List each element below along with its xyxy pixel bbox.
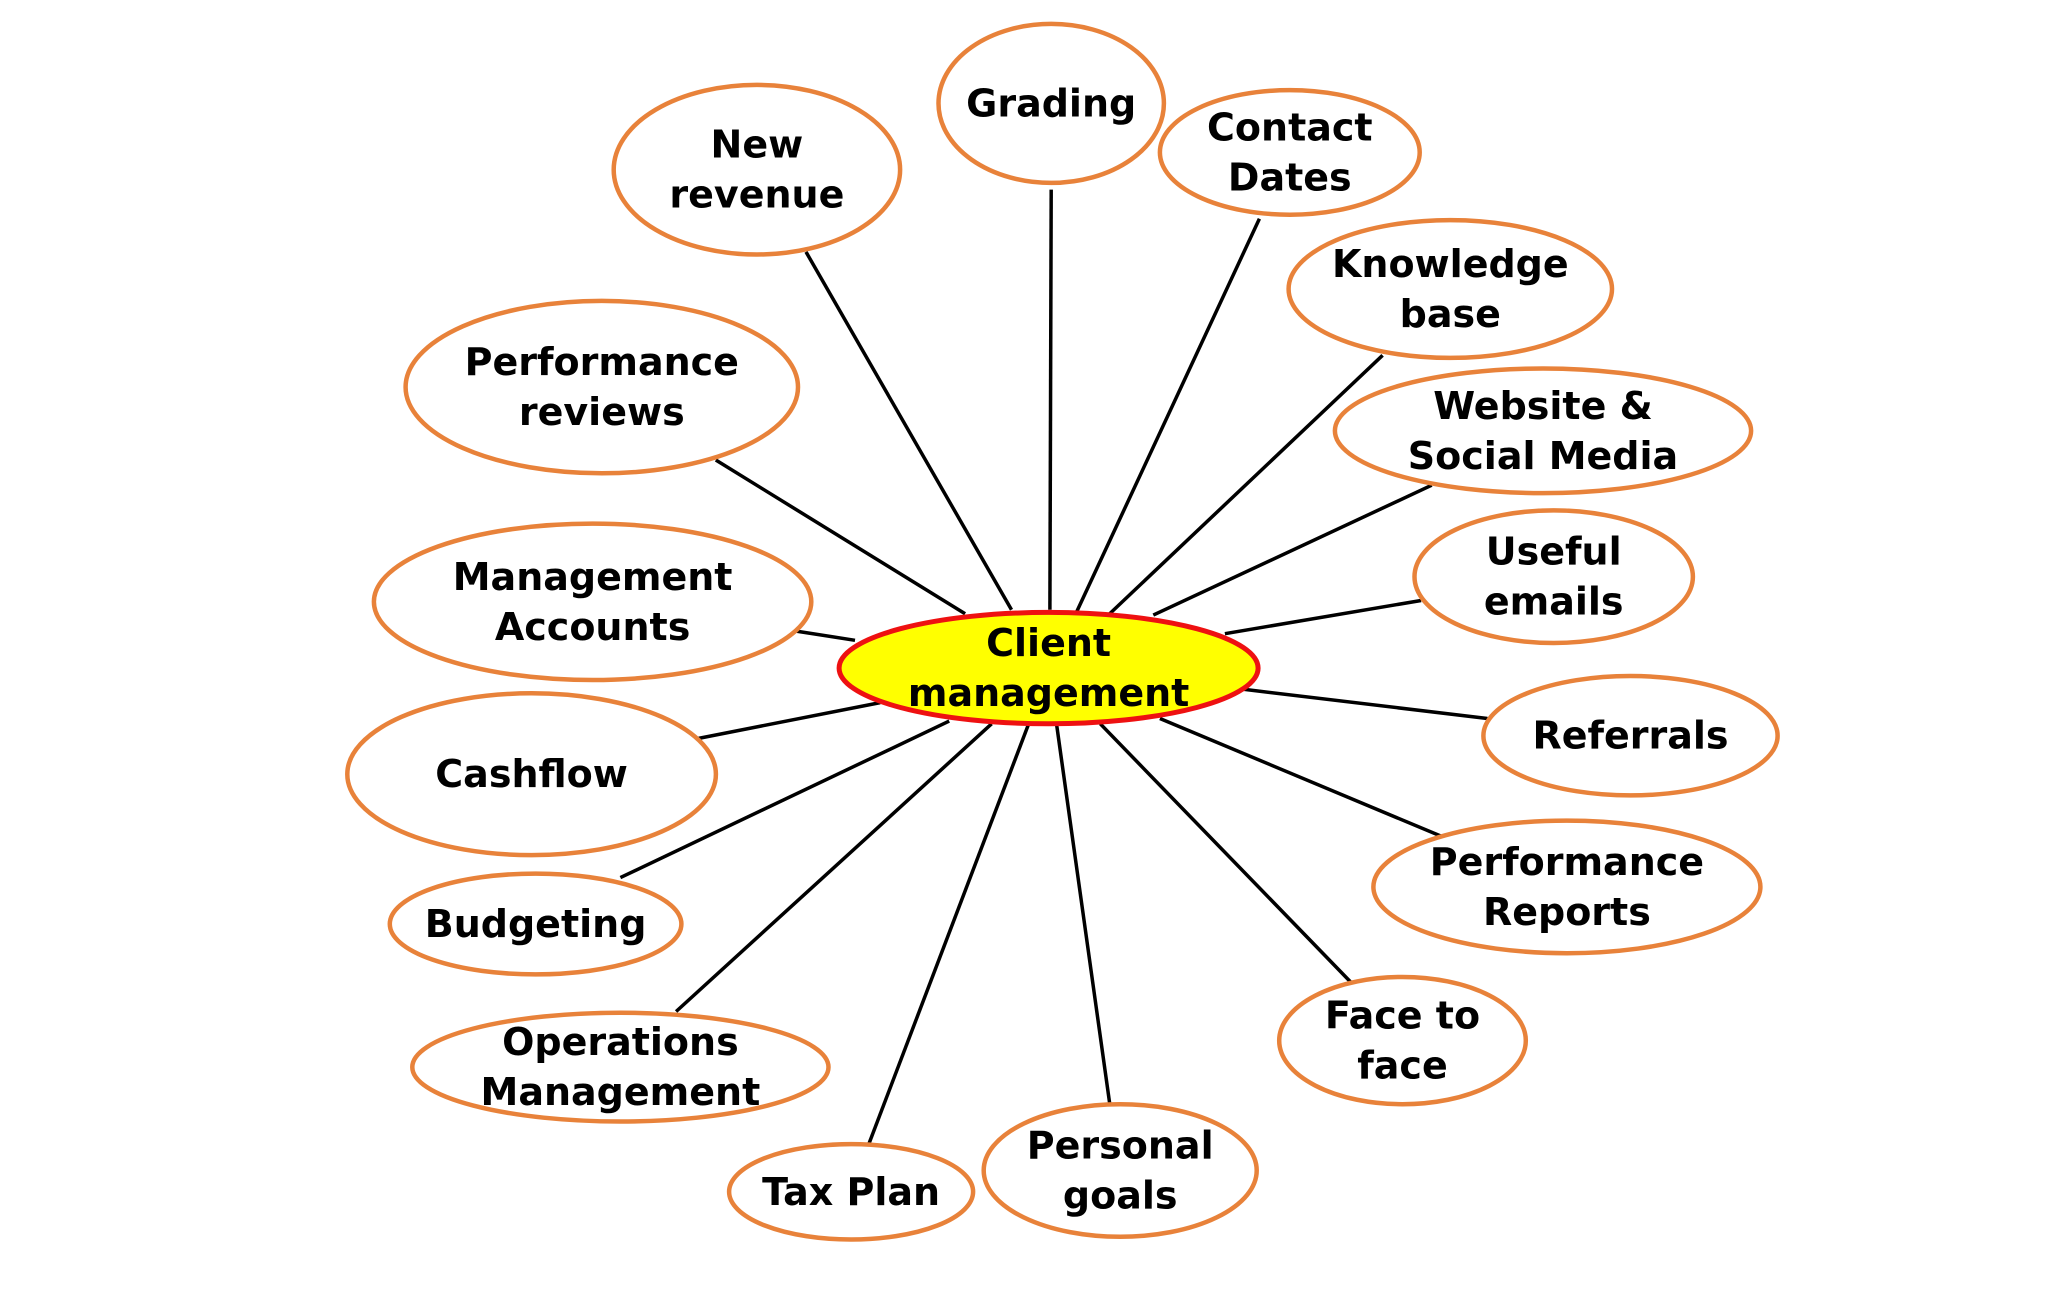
node-label-contact-dates-line-2: Dates [1228, 155, 1352, 199]
node-personal-goals: Personal goals [981, 1101, 1259, 1240]
node-label-face-to-face-line-2: face [1357, 1044, 1447, 1088]
node-label-new-revenue-line-2: revenue [669, 173, 844, 217]
connector-line-performance-reports [1159, 716, 1446, 840]
node-label-knowledge-base-line-2: base [1400, 292, 1501, 336]
node-ellipse-grading [936, 21, 1167, 186]
node-tax-plan: Tax Plan [726, 1141, 976, 1242]
node-website-social-media: Website & Social Media [1332, 366, 1754, 496]
connector-line-website-social-media [1152, 483, 1433, 617]
node-ellipse-performance-reports [1371, 818, 1763, 956]
node-label-grading-line-1: Grading [966, 81, 1136, 125]
node-face-to-face: Face to face [1276, 974, 1529, 1107]
node-label-personal-goals-line-1: Personal [1027, 1124, 1214, 1168]
node-grading: Grading [936, 21, 1167, 186]
node-label-management-accounts-line-2: Accounts [495, 605, 690, 649]
connector-line-grading [1048, 189, 1053, 610]
center-node: Client management [836, 609, 1261, 727]
center-label-line-1: Client [986, 621, 1111, 665]
node-ellipse-face-to-face [1276, 974, 1529, 1107]
node-ellipse-budgeting [387, 871, 684, 977]
node-referrals: Referrals [1481, 673, 1780, 798]
outer-nodes: GradingContactDatesKnowledgebaseWebsite … [345, 21, 1780, 1242]
node-ellipse-useful-emails [1412, 508, 1696, 646]
node-budgeting: Budgeting [387, 871, 684, 977]
connector-line-cashflow [698, 700, 881, 741]
node-label-website-social-media-line-1: Website & [1433, 384, 1652, 428]
center-ellipse [836, 609, 1261, 727]
node-label-performance-reviews-line-2: reviews [519, 390, 685, 434]
node-new-revenue: New revenue [611, 82, 903, 257]
node-label-contact-dates-line-1: Contact [1207, 105, 1373, 149]
node-label-new-revenue-line-1: New [711, 123, 804, 167]
connector-line-useful-emails [1224, 598, 1422, 636]
connector-line-contact-dates [1074, 217, 1261, 614]
node-label-performance-reports-line-2: Reports [1483, 890, 1651, 934]
node-cashflow: Cashflow [345, 691, 719, 858]
connector-line-management-accounts [795, 629, 856, 643]
connector-line-budgeting [619, 719, 950, 880]
node-label-performance-reports-line-1: Performance [1430, 840, 1704, 884]
connector-line-new-revenue [804, 251, 1014, 611]
node-label-cashflow-line-1: Cashflow [435, 752, 628, 796]
connector-line-knowledge-base [1105, 354, 1384, 618]
node-label-operations-management-line-2: Management [481, 1070, 761, 1114]
connector-lines [619, 189, 1488, 1147]
node-label-knowledge-base-line-1: Knowledge [1332, 242, 1569, 286]
node-knowledge-base: Knowledge base [1286, 217, 1615, 361]
node-label-management-accounts-line-1: Management [453, 555, 733, 599]
node-ellipse-cashflow [345, 691, 719, 858]
node-ellipse-operations-management [410, 1010, 831, 1124]
node-label-tax-plan-line-1: Tax Plan [762, 1170, 940, 1214]
connector-line-personal-goals [1054, 723, 1112, 1104]
node-label-referrals-line-1: Referrals [1532, 714, 1728, 758]
connector-line-referrals [1243, 687, 1488, 721]
node-label-website-social-media-line-2: Social Media [1408, 434, 1678, 478]
node-label-personal-goals-line-2: goals [1063, 1174, 1178, 1218]
center-label-line-2: management [908, 671, 1190, 715]
node-label-face-to-face-line-1: Face to [1325, 994, 1480, 1038]
node-useful-emails: Useful emails [1412, 508, 1696, 646]
node-label-budgeting-line-1: Budgeting [425, 902, 647, 946]
node-performance-reviews: Performance reviews [403, 298, 801, 476]
node-ellipse-new-revenue [611, 82, 903, 257]
connector-line-operations-management [674, 722, 993, 1013]
node-ellipse-tax-plan [726, 1141, 976, 1242]
node-label-useful-emails-line-2: emails [1484, 580, 1624, 624]
node-ellipse-referrals [1481, 673, 1780, 798]
connector-line-performance-reviews [714, 458, 967, 616]
node-ellipse-website-social-media [1332, 366, 1754, 496]
node-label-operations-management-line-1: Operations [502, 1020, 739, 1064]
node-ellipse-management-accounts [371, 521, 814, 683]
node-label-useful-emails-line-1: Useful [1486, 530, 1622, 574]
node-label-performance-reviews-line-1: Performance [465, 340, 739, 384]
connector-line-tax-plan [866, 723, 1031, 1147]
node-ellipse-personal-goals [981, 1101, 1259, 1240]
node-ellipse-performance-reviews [403, 298, 801, 476]
node-ellipse-knowledge-base [1286, 217, 1615, 361]
node-ellipse-contact-dates [1157, 87, 1422, 217]
connector-line-face-to-face [1099, 722, 1354, 985]
